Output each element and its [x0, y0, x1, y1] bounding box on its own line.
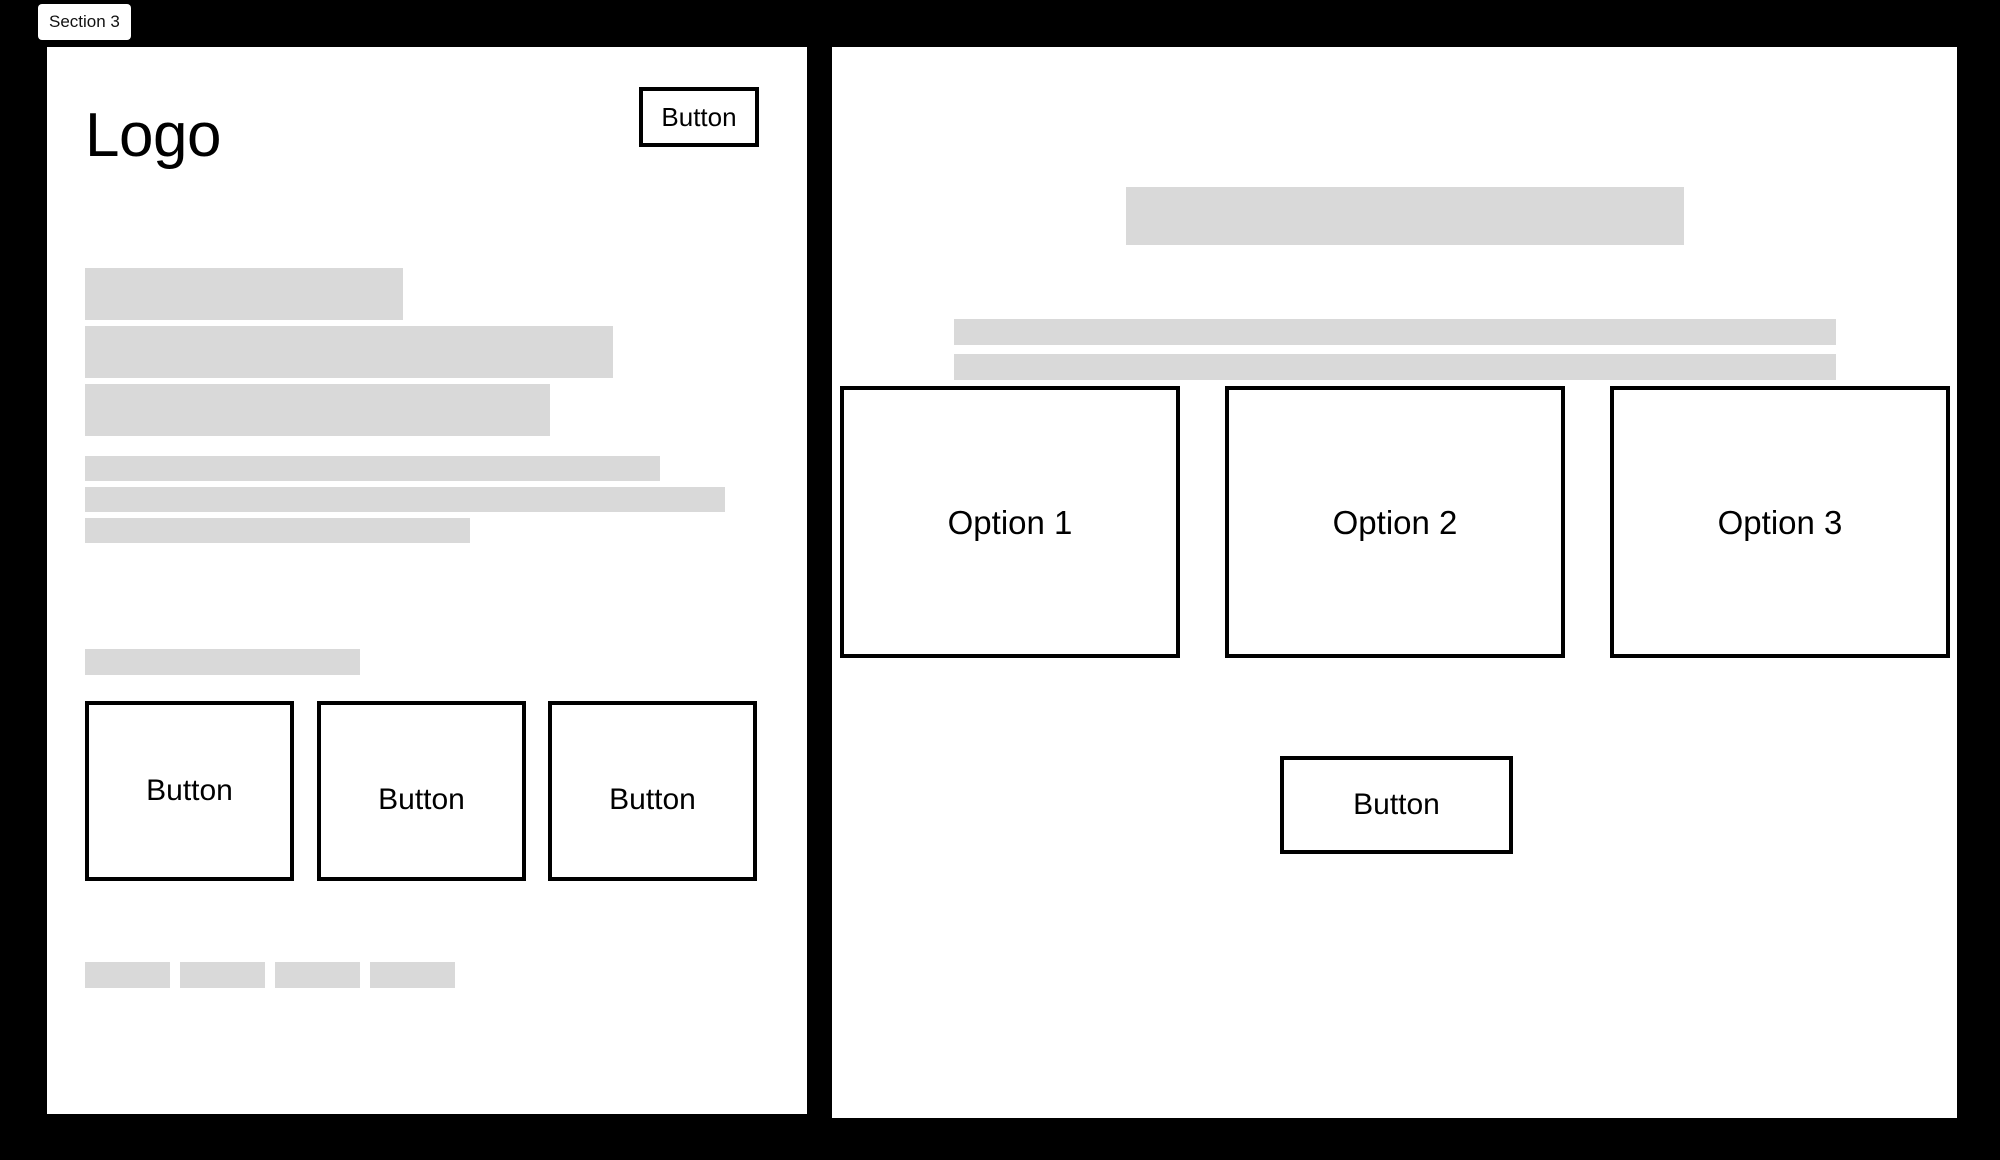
confirm-button[interactable]: Button	[1280, 756, 1513, 854]
action-button-2[interactable]: Button	[317, 701, 526, 881]
confirm-button-label: Button	[1353, 788, 1440, 821]
footer-chip-1	[85, 962, 170, 988]
page-title: Logo	[85, 101, 221, 170]
line-placeholder-2	[85, 487, 725, 512]
action-button-1[interactable]: Button	[85, 701, 294, 881]
header-button[interactable]: Button	[639, 87, 759, 147]
paragraph-placeholder-2	[85, 326, 613, 378]
subtitle-placeholder-1	[954, 319, 1836, 345]
left-panel: Logo Button Button Button Button	[43, 43, 811, 1118]
paragraph-placeholder-3	[85, 384, 550, 436]
option-card-1[interactable]: Option 1	[840, 386, 1180, 658]
line-placeholder-1	[85, 456, 660, 481]
subtitle-placeholder-2	[954, 354, 1836, 380]
option-card-2-label: Option 2	[1332, 503, 1458, 541]
footer-chip-4	[370, 962, 455, 988]
section-tab-label[interactable]: Section 3	[38, 4, 131, 40]
header-button-label: Button	[661, 102, 737, 132]
title-placeholder	[1126, 187, 1684, 245]
right-panel: Option 1 Option 2 Option 3 Button	[828, 43, 1961, 1122]
paragraph-placeholder-1	[85, 268, 403, 320]
option-card-2[interactable]: Option 2	[1225, 386, 1565, 658]
option-card-1-label: Option 1	[947, 503, 1073, 541]
label-placeholder	[85, 649, 360, 675]
action-button-3-label: Button	[609, 783, 696, 816]
footer-chip-2	[180, 962, 265, 988]
option-card-3[interactable]: Option 3	[1610, 386, 1950, 658]
option-card-3-label: Option 3	[1717, 503, 1843, 541]
action-button-2-label: Button	[378, 783, 465, 816]
action-button-1-label: Button	[146, 774, 233, 807]
action-button-3[interactable]: Button	[548, 701, 757, 881]
line-placeholder-3	[85, 518, 470, 543]
footer-chip-3	[275, 962, 360, 988]
